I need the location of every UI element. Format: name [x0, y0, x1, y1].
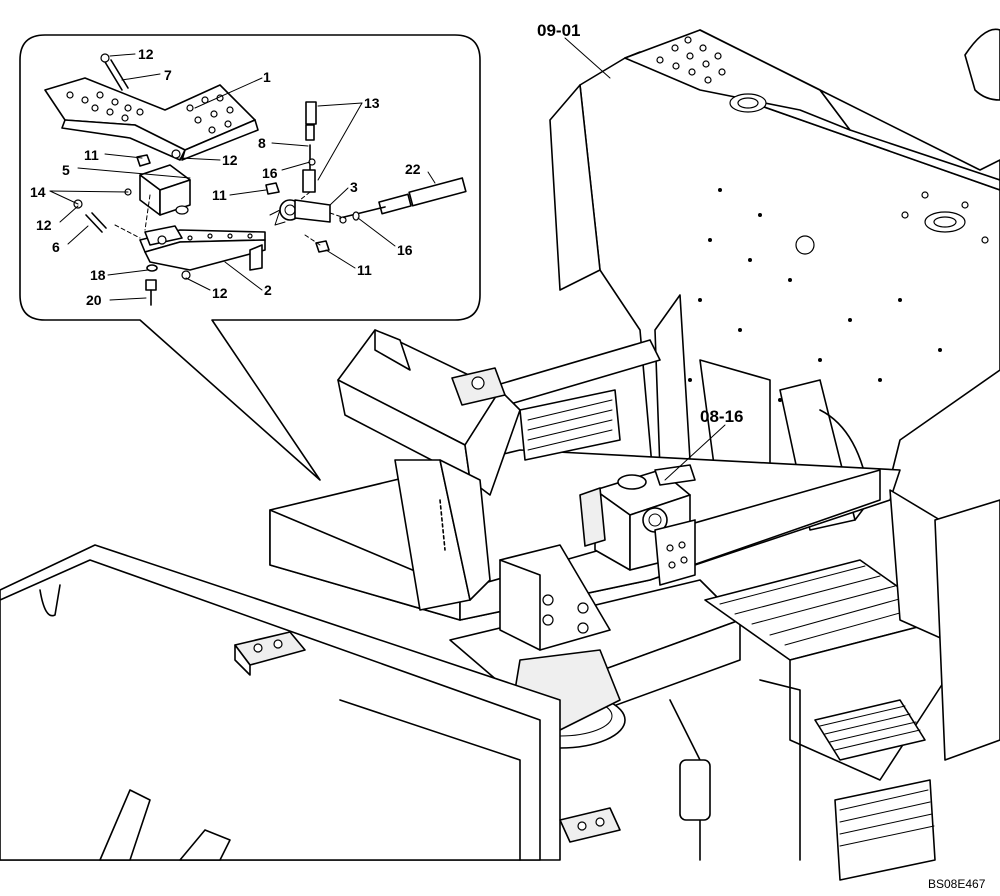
alignment-lines: [114, 191, 346, 246]
callout-14: 14: [30, 184, 46, 200]
main-frame-assembly: [479, 28, 1000, 602]
part-5-block: [139, 164, 191, 216]
leader-lines: [49, 53, 436, 301]
part-3-linkage: [269, 101, 331, 226]
callout-11-upper: 11: [84, 147, 99, 163]
callout-12-top: 12: [138, 46, 154, 62]
drawing-code: BS08E467: [928, 877, 986, 891]
leader-08-16: [664, 424, 726, 481]
part-7-pin: [100, 53, 129, 91]
part-20-bolt: [145, 264, 158, 306]
callout-16-lower: 16: [397, 242, 413, 258]
callout-22: 22: [405, 161, 421, 177]
callout-11-mid: 11: [212, 187, 227, 203]
callout-frame: 09-01: [537, 21, 580, 40]
callout-20: 20: [86, 292, 102, 308]
part-2-bracket: [139, 225, 266, 271]
callout-3: 3: [350, 179, 358, 195]
callout-1: 1: [263, 69, 271, 85]
callout-2: 2: [264, 282, 272, 298]
callout-12-left: 12: [36, 217, 52, 233]
callout-18: 18: [90, 267, 106, 283]
callout-16-upper: 16: [262, 165, 278, 181]
leader-09-01: [564, 37, 611, 79]
detail-inset: [19, 34, 481, 481]
callout-12-mid: 12: [222, 152, 238, 168]
callout-7: 7: [164, 67, 172, 83]
callout-12-bottom: 12: [212, 285, 228, 301]
step-treads: [519, 389, 1000, 881]
callout-6: 6: [52, 239, 60, 255]
plate-1-holes: [66, 91, 234, 134]
callout-8: 8: [258, 135, 266, 151]
lower-frame: [0, 544, 801, 861]
valve-assembly: [579, 464, 696, 586]
callout-5: 5: [62, 162, 70, 178]
callout-13: 13: [364, 95, 380, 111]
callout-11-lower: 11: [357, 262, 372, 278]
plate-holes: [656, 36, 989, 244]
part-6-pin: [85, 212, 107, 233]
part-1-top-plate: [44, 77, 259, 161]
callout-valve: 08-16: [700, 407, 743, 426]
part-22-shaft: [339, 177, 467, 224]
control-box: [337, 329, 521, 611]
